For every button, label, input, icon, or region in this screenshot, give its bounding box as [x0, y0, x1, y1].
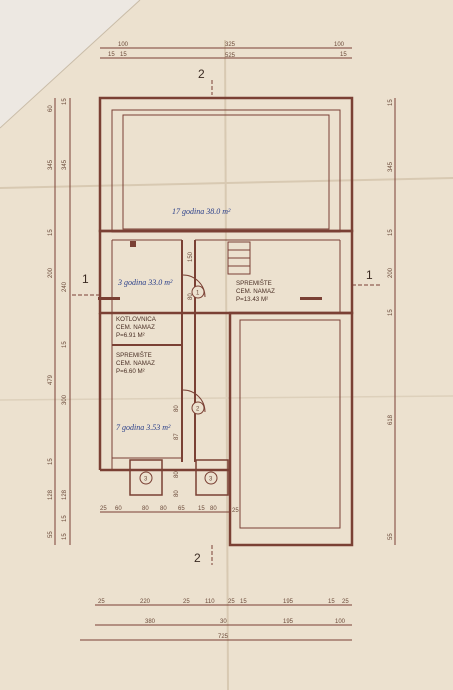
- door-mark-text: 2: [196, 407, 200, 413]
- door-mark-text: 3: [209, 477, 213, 483]
- dim-text: 725: [218, 634, 229, 640]
- dim-text: 300: [62, 394, 68, 405]
- dim-text: 60: [48, 105, 54, 112]
- upper-room-pad: [122, 114, 330, 230]
- beam-marker: [300, 297, 322, 300]
- dim-text: 80: [160, 506, 167, 512]
- room-name-spremiste-big: SPREMIŠTE: [236, 280, 272, 287]
- room-area-spremiste-small: P=6.60 M²: [116, 368, 145, 375]
- dim-text: 15: [198, 506, 205, 512]
- dim-text: 15: [388, 309, 394, 316]
- dim-text: 525: [225, 53, 236, 59]
- fold-line: [0, 395, 453, 401]
- dim-text: 15: [120, 52, 127, 58]
- middle-block-wall: [98, 229, 354, 315]
- dim-text: 15: [108, 52, 115, 58]
- dim-text: 15: [388, 229, 394, 236]
- section-mark-right: 1: [366, 268, 373, 282]
- dim-text: 380: [145, 619, 156, 625]
- dim-text: 325: [225, 42, 236, 48]
- dim-text: 60: [115, 506, 122, 512]
- dim-text: 15: [340, 52, 347, 58]
- door-mark-1: [191, 285, 205, 299]
- door-arc-2: [182, 389, 206, 413]
- dim-text: 110: [205, 599, 215, 605]
- dim-text: 65: [178, 506, 185, 512]
- dim-text: 15: [62, 515, 68, 522]
- dim-text: 15: [48, 458, 54, 465]
- dim-text: 80: [174, 490, 180, 497]
- dim-text: 200: [388, 267, 394, 278]
- dim-text: 479: [48, 374, 54, 385]
- room-floor-kotlovnica: CEM. NAMAZ: [116, 324, 155, 331]
- beam-marker: [98, 297, 120, 300]
- door-arc-1: [182, 274, 206, 298]
- dim-text: 200: [48, 267, 54, 278]
- dim-text: 618: [388, 414, 394, 425]
- dim-text: 100: [118, 42, 129, 48]
- door-mark-text: 3: [144, 477, 148, 483]
- dim-text: 195: [283, 619, 294, 625]
- right-room-inner: [239, 319, 341, 529]
- niche-left: [129, 459, 163, 496]
- room-floor-spremiste-big: CEM. NAMAZ: [236, 288, 275, 295]
- dim-text: 100: [334, 42, 345, 48]
- handwritten-note: 3 godina 33.0 m²: [117, 278, 173, 287]
- niche-right: [195, 459, 229, 496]
- section-mark-bottom: 2: [194, 551, 201, 565]
- dim-text: 30: [220, 619, 227, 625]
- door-mark-2: [191, 401, 205, 415]
- dim-text: 240: [62, 281, 68, 292]
- dim-text: 87: [174, 433, 180, 440]
- handwritten-note: 7 godina 3.53 m²: [116, 423, 171, 432]
- dim-text: 55: [48, 531, 54, 538]
- dim-text: 80: [174, 405, 180, 412]
- dim-text: 345: [388, 161, 394, 172]
- dim-text: 150: [188, 251, 194, 262]
- dim-text: 345: [62, 159, 68, 170]
- dim-text: 15: [240, 599, 247, 605]
- dim-text: 55: [388, 533, 394, 540]
- dim-text: 25: [98, 599, 105, 605]
- dim-text: 25: [183, 599, 190, 605]
- section-mark-left: 1: [82, 272, 89, 286]
- dim-text: 15: [388, 99, 394, 106]
- dim-text: 25: [100, 506, 107, 512]
- door-mark-text: 1: [196, 291, 200, 297]
- dim-text: 25: [342, 599, 349, 605]
- room-area-kotlovnica: P=6.91 M²: [116, 332, 145, 339]
- dim-text: 15: [48, 229, 54, 236]
- right-room-wall: [228, 311, 354, 547]
- dim-text: 15: [62, 533, 68, 540]
- dim-text: 25: [232, 508, 239, 514]
- dim-text: 15: [62, 98, 68, 105]
- dim-text: 25: [228, 599, 235, 605]
- dim-text: 80: [174, 471, 180, 478]
- door-mark-3b: [204, 471, 218, 485]
- door-mark-3a: [139, 471, 153, 485]
- room-name-kotlovnica: KOTLOVNICA: [116, 316, 157, 323]
- dim-text: 220: [140, 599, 151, 605]
- dim-text: 80: [142, 506, 149, 512]
- dim-text: 195: [283, 599, 294, 605]
- chimney: [130, 241, 136, 247]
- dim-text: 80: [210, 506, 217, 512]
- section-mark-top: 2: [198, 67, 205, 81]
- handwritten-note: 17 godina 38.0 m²: [172, 207, 231, 216]
- dim-text: 15: [62, 341, 68, 348]
- dim-text: 128: [48, 489, 54, 500]
- dim-text: 128: [62, 489, 68, 500]
- room-area-spremiste-big: P=13.43 M²: [236, 296, 268, 303]
- fold-line: [224, 39, 229, 690]
- dim-text: 345: [48, 159, 54, 170]
- room-name-spremiste-small: SPREMIŠTE: [116, 352, 152, 359]
- dim-text: 15: [328, 599, 335, 605]
- dim-text: 80: [188, 293, 194, 300]
- dim-text: 100: [335, 619, 346, 625]
- room-floor-spremiste-small: CEM. NAMAZ: [116, 360, 155, 367]
